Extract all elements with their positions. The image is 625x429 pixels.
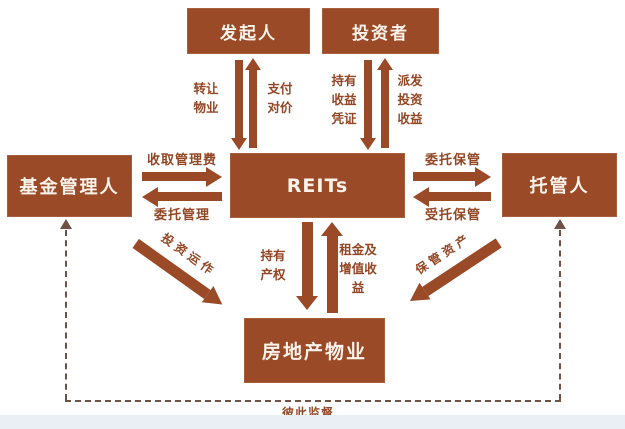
arrow-investment-operation: 投资运作 [132,231,229,313]
arrow-entrust-management-shaft [158,192,222,201]
label-hold-income-certificate: 持有收益凭证 [331,73,357,126]
label-transfer-property: 转让物业 [193,81,219,115]
arrow-hold-certificate-head [360,138,376,150]
arrow-entrust-management-head [142,187,158,207]
label-collect-management-fee: 收取管理费 [146,153,217,168]
node-fund-manager: 基金管理人 [7,155,132,217]
arrow-accept-custody-head [413,187,429,207]
arrow-entrust-custody-head [475,167,491,187]
supervision-line-left [65,230,67,400]
label-entrust-management: 委托管理 [153,208,210,223]
node-sponsor: 发起人 [187,8,310,54]
arrow-rent-income-shaft [327,236,338,313]
arrow-pay-consideration-head [245,58,261,70]
arrow-distribute-income-head [377,58,393,70]
arrow-distribute-income-shaft [381,70,389,148]
node-investor: 投资者 [322,8,439,54]
node-reits: REITs [230,153,405,218]
arrow-hold-property-right-head [296,296,318,310]
supervision-line-bottom [65,400,561,402]
arrow-collect-fee-shaft [142,172,206,181]
label-accept-custody: 受托保管 [424,208,481,223]
node-custodian: 托管人 [502,153,617,217]
supervision-line-right [559,230,561,400]
arrow-transfer-property-head [231,138,247,150]
label-rent-appreciation-income: 租金及增值收益 [339,242,377,295]
arrow-entrust-custody-shaft [413,172,475,181]
arrow-collect-fee-head [206,167,222,187]
node-property: 房地产物业 [244,318,385,383]
label-distribute-investment-income: 派发投资收益 [397,73,423,126]
arrow-hold-certificate-shaft [364,60,372,138]
bottom-strip [0,415,625,429]
arrow-rent-income-head [321,222,343,236]
label-pay-consideration: 支付对价 [267,81,293,115]
arrow-accept-custody-shaft [429,192,491,201]
supervision-arrowhead-left [60,219,72,229]
label-entrust-custody: 委托保管 [424,153,481,168]
label-hold-property-right: 持有产权 [260,248,286,282]
arrow-safekeep-assets: 保管资产 [404,230,502,310]
supervision-arrowhead-right [554,219,566,229]
arrow-pay-consideration-shaft [249,70,257,148]
arrow-hold-property-right-shaft [302,222,313,296]
arrow-transfer-property-shaft [235,60,243,138]
